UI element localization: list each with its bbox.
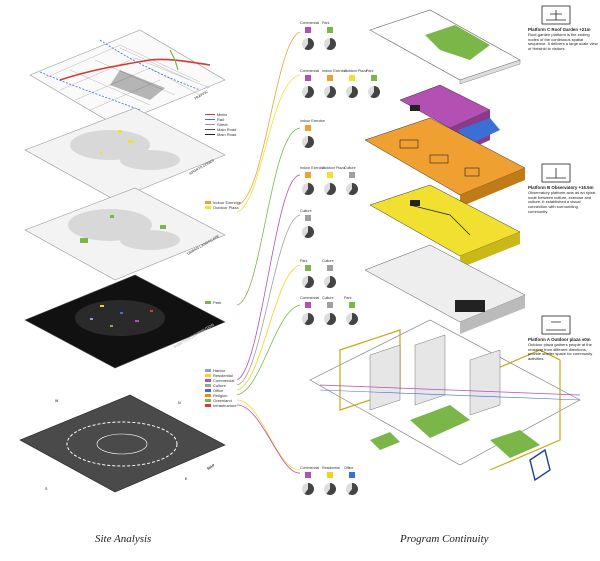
legend-swatch [205, 119, 215, 120]
platform-note-roof: Platform C Roof Garden +21m Roof-garden … [528, 28, 598, 52]
legend-swatch [205, 206, 211, 209]
layer-sports-zones [25, 108, 225, 200]
layer-urban-landscape [25, 188, 225, 280]
legend-swatch [205, 369, 211, 372]
pie-label: Park [322, 21, 330, 25]
legend-swatch [205, 124, 215, 125]
pie-color-chip [327, 172, 333, 178]
legend-swatch [205, 399, 211, 402]
pie-color-chip [327, 265, 333, 271]
platform-note-plaza-body: Outdoor plaza gathers people at the cros… [528, 342, 592, 361]
platform-note-plaza: Platform A Outdoor plaza ±0m Outdoor pla… [528, 338, 598, 362]
pie-color-chip [349, 75, 355, 81]
caption-program-continuity: Program Continuity [400, 533, 489, 545]
compass-w: W [55, 399, 59, 403]
caption-site-analysis: Site Analysis [95, 533, 151, 545]
pie-color-chip [305, 472, 311, 478]
platform-note-observatory-body: Observatory platform acts as an spiral n… [528, 190, 595, 214]
pie-label: Park [300, 259, 308, 263]
pie-label: Residential [322, 466, 340, 470]
compass-e: E [185, 477, 188, 481]
layer-map [20, 395, 225, 492]
legend-label: Infrastructure [213, 403, 237, 408]
pie-color-chip [305, 265, 311, 271]
pie-color-chip [305, 125, 311, 131]
pie-label: Commercial [300, 466, 319, 470]
pie-label: Outdoor Plaza [322, 166, 345, 170]
pie-color-chip [305, 27, 311, 33]
pie-color-chip [327, 472, 333, 478]
pie-label: Park [344, 296, 352, 300]
roof-garden-platform [370, 10, 520, 84]
pie-label: Park [366, 69, 374, 73]
legend-swatch [205, 389, 211, 392]
pie-color-chip [349, 172, 355, 178]
legend-item: Infrastructure [205, 403, 237, 408]
layer-function-distribution [25, 275, 225, 368]
pie-color-chip [327, 27, 333, 33]
legend-label: Park [213, 300, 221, 305]
pie-color-chip [327, 75, 333, 81]
outdoor-plaza-icon [542, 316, 570, 334]
legend-item: Main Road [205, 132, 236, 137]
pie-label: Culture [300, 209, 312, 213]
pie-label: Culture [322, 296, 334, 300]
legend-item: Outdoor Plaza [205, 205, 241, 210]
legend-swatch [205, 134, 215, 135]
pie-label: Indoor Exercise [300, 119, 325, 123]
legend-swatch [205, 374, 211, 377]
legend-swatch [205, 384, 211, 387]
pie-color-chip [327, 302, 333, 308]
legend-swatch [205, 129, 215, 130]
legend-label: Outdoor Plaza [213, 205, 239, 210]
pie-label: Culture [322, 259, 334, 263]
layer-label-map: MAP [207, 463, 216, 471]
legend-swatch [205, 114, 215, 115]
pie-label: Commercial [300, 21, 319, 25]
compass-n: N [178, 401, 181, 405]
legend-swatch [205, 404, 211, 407]
compass-s: S [45, 487, 48, 491]
pie-color-chip [305, 172, 311, 178]
pie-label: Commercial [300, 69, 319, 73]
pie-label: Commercial [300, 296, 319, 300]
roof-garden-icon [542, 6, 570, 24]
legend-label: Main Road [217, 132, 236, 137]
legend-item: Park [205, 300, 221, 305]
platform-note-roof-body: Roof-garden platform is the ending nodes… [528, 32, 598, 51]
observatory-icon [542, 164, 570, 182]
pie-label: Office [344, 466, 353, 470]
pie-color-chip [371, 75, 377, 81]
landscape-legend: Park [205, 300, 221, 305]
pie-color-chip [305, 302, 311, 308]
pie-color-chip [349, 302, 355, 308]
connector-lines [237, 32, 300, 473]
platform-note-observatory: Platform B Observatory +15.5m Observator… [528, 186, 598, 215]
pie-label: Culture [344, 166, 356, 170]
pie-color-chip [305, 215, 311, 221]
pie-label: Outdoor Plaza [344, 69, 367, 73]
culture-platform [365, 245, 525, 334]
pie-color-chip [305, 75, 311, 81]
legend-swatch [205, 394, 211, 397]
legend-swatch [205, 301, 211, 304]
legend-swatch [205, 201, 211, 204]
pie-color-chip [349, 472, 355, 478]
function-legend: HarborResidentialCommercialCultureOffice… [205, 368, 237, 408]
legend-swatch [205, 379, 211, 382]
